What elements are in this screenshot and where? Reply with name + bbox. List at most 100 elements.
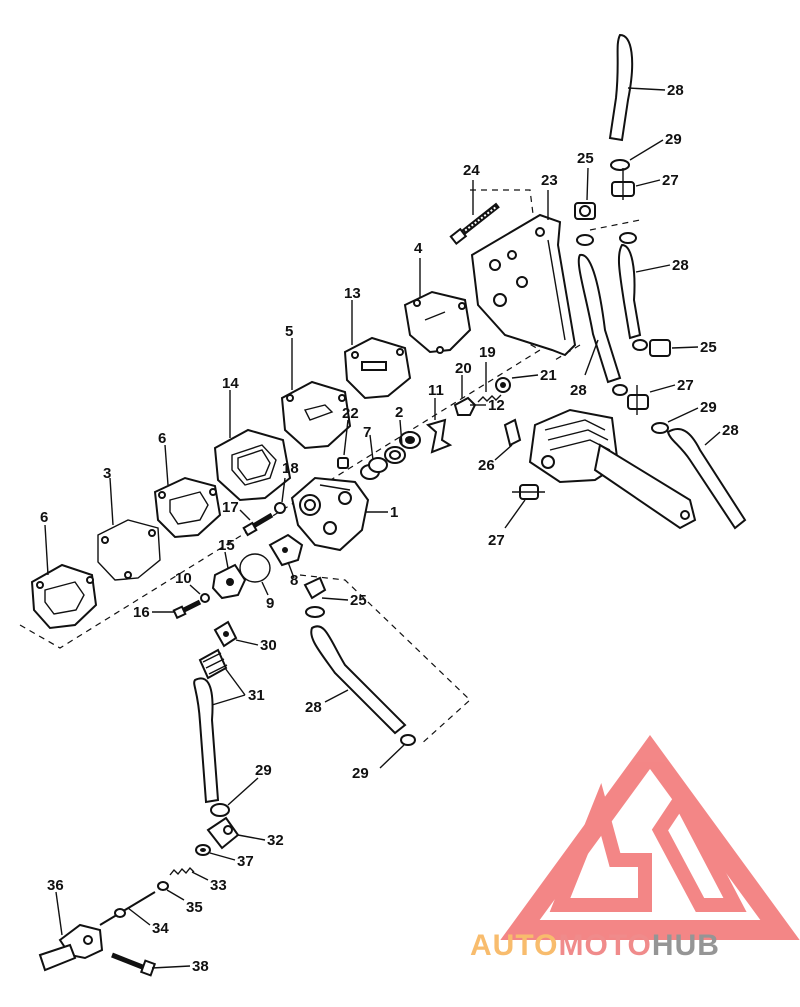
- callout-31: 31: [248, 687, 265, 704]
- callout-1: 1: [390, 504, 398, 521]
- callout-28-long-right: 28: [722, 422, 739, 439]
- callout-29-lower-left: 29: [255, 762, 272, 779]
- fitting-25-lower: 25: [303, 576, 367, 618]
- callout-28-top: 28: [667, 82, 684, 99]
- fitting-25-top: 25: [574, 150, 596, 220]
- seals-2: 2: [384, 404, 421, 464]
- o-ring-9: 9: [239, 553, 274, 612]
- bracket-23: 23: [470, 172, 577, 357]
- callout-21: 21: [540, 367, 557, 384]
- callout-25-lower: 25: [350, 592, 367, 609]
- hose-28-long-right: 28: [666, 422, 747, 530]
- hose-28-right: 28: [617, 243, 689, 340]
- gasket-13: 13: [343, 285, 412, 400]
- clamp-29-lower: 29: [352, 734, 416, 782]
- callout-34: 34: [152, 920, 169, 937]
- callout-30: 30: [260, 637, 277, 654]
- bolt-24: 24: [449, 162, 500, 246]
- pump-housing: [528, 408, 697, 530]
- callout-3: 3: [103, 465, 111, 482]
- callout-18: 18: [282, 460, 299, 477]
- callout-26: 26: [478, 457, 495, 474]
- clamp-29-right: 29: [651, 399, 717, 434]
- part-18: 18: [274, 460, 299, 514]
- part-33: 36: [38, 877, 104, 972]
- washer-10: 10: [175, 570, 210, 603]
- callout-28-bracket: 28: [570, 382, 587, 399]
- hose-28-center: 5: [577, 253, 622, 384]
- callout-6-left: 6: [40, 509, 48, 526]
- part-8: 8: [268, 533, 304, 589]
- fitting-32: 32: [206, 816, 284, 850]
- fitting-27-top: 27: [611, 168, 679, 200]
- callout-2: 2: [395, 404, 403, 421]
- callout-28-right: 28: [672, 257, 689, 274]
- callout-12: 12: [488, 397, 505, 414]
- callout-11: 11: [428, 382, 444, 399]
- part-22: 22: [337, 405, 359, 469]
- gasket-3: 3: [97, 465, 161, 581]
- o-ring-37: 37: [195, 844, 254, 870]
- gasket-14: 14: [213, 375, 292, 502]
- callout-5: 5: [285, 323, 293, 340]
- gasket-6-left: 6: [30, 509, 98, 630]
- bolt-17: 17: [222, 499, 274, 537]
- callout-23: 23: [541, 172, 558, 189]
- rod-34: 34: [99, 891, 169, 937]
- callout-22: 22: [342, 405, 359, 422]
- fitting-25-right: 25: [632, 339, 717, 357]
- callout-33: 36: [47, 877, 64, 894]
- callout-19: 19: [479, 344, 496, 361]
- callout-6-middle: 6: [158, 430, 166, 447]
- svg-text:AUTOMOTOHUB: AUTOMOTOHUB: [470, 929, 720, 962]
- callout-4: 4: [414, 240, 423, 257]
- callout-24: 24: [463, 162, 480, 179]
- callout-8: 8: [290, 572, 298, 589]
- fitting-27-lower: 27: [488, 484, 545, 549]
- callout-17: 17: [222, 499, 239, 516]
- part-11-gear: 11: [425, 382, 453, 454]
- part-15: 15: [211, 537, 247, 600]
- housing-1: 1: [290, 476, 398, 552]
- callout-37: 37: [237, 853, 254, 870]
- callout-29-lower: 29: [352, 765, 369, 782]
- callout-38: 38: [192, 958, 209, 975]
- logo-text-auto: AUTO: [470, 929, 558, 962]
- gasket-6-middle: 6: [153, 430, 222, 539]
- callout-29-top: 29: [665, 131, 682, 148]
- cover-4: 4: [403, 240, 472, 354]
- spring-36: 33: [169, 866, 227, 894]
- washer-35: 35: [157, 881, 203, 916]
- callout-10: 10: [175, 570, 192, 587]
- clamp-29-lower-left: 29: [210, 762, 272, 817]
- callout-35: 35: [186, 899, 203, 916]
- callout-16: 16: [133, 604, 150, 621]
- o-rings-7: 7: [360, 424, 388, 480]
- bolt-38: 38: [111, 952, 209, 977]
- callout-25-right: 25: [700, 339, 717, 356]
- clamp-29: [576, 234, 594, 246]
- callout-13: 13: [344, 285, 361, 302]
- callout-15: 15: [218, 537, 235, 554]
- callout-7: 7: [363, 424, 371, 441]
- callout-20: 20: [455, 360, 472, 377]
- callout-25-top: 25: [577, 150, 594, 167]
- logo-text-moto: MOTO: [558, 929, 651, 962]
- clamp-29: [619, 232, 637, 244]
- watermark-logo: AUTOMOTOHUB: [470, 735, 800, 962]
- cover-5: 5: [280, 323, 352, 450]
- hose-28-top: 28: [608, 33, 684, 142]
- logo-text-hub: HUB: [652, 929, 720, 962]
- callout-29-right: 29: [700, 399, 717, 416]
- fitting-30: 30: [213, 620, 277, 654]
- callout-36: 33: [210, 877, 227, 894]
- seal-21: 21: [495, 367, 557, 393]
- callout-9: 9: [266, 595, 274, 612]
- callout-14: 14: [222, 375, 239, 392]
- part-20: 20: [453, 360, 477, 416]
- callout-27-right: 27: [677, 377, 694, 394]
- clamp-29-top: 29: [610, 131, 682, 171]
- hose-31: 31: [193, 648, 265, 804]
- part-12: 12: [470, 397, 505, 414]
